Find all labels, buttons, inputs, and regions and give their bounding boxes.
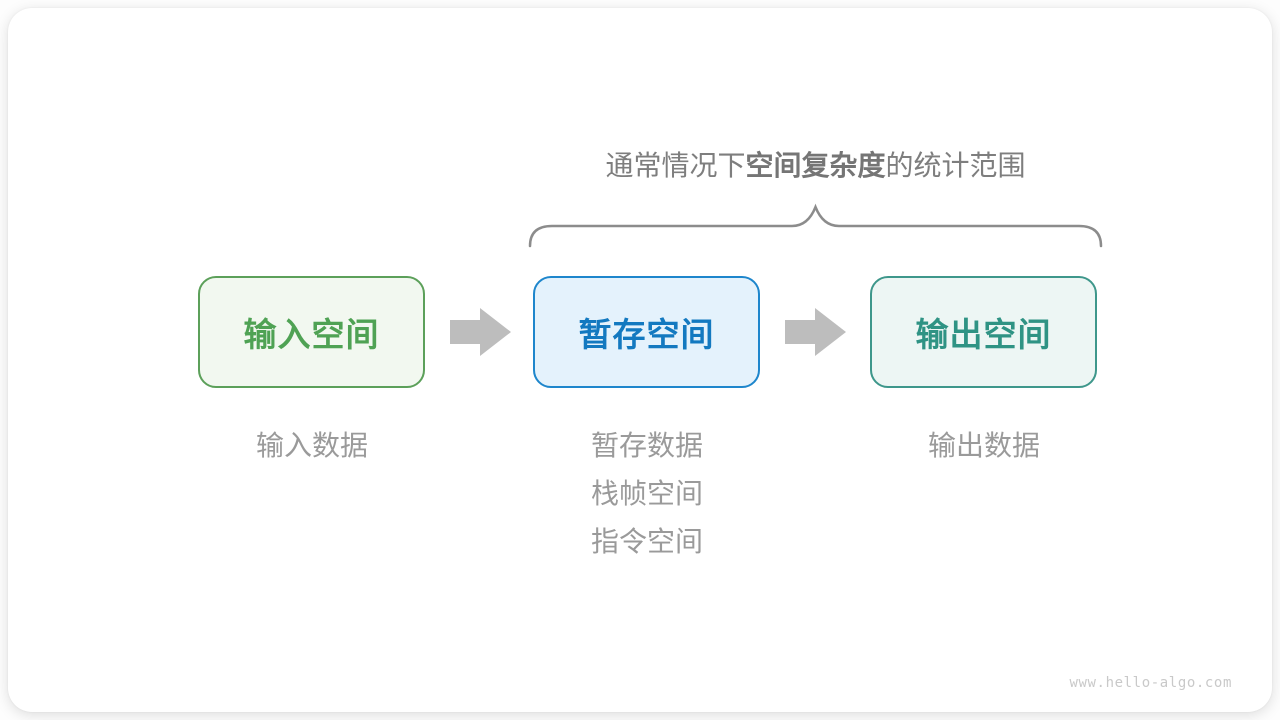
note-item: 指令空间 <box>590 526 703 557</box>
box-output-space-label: 输出空间 <box>915 316 1052 353</box>
box-input-space-label: 输入空间 <box>243 316 380 353</box>
box-output-space: 输出空间 <box>870 276 1097 388</box>
right-arrow-icon <box>785 308 846 356</box>
notes-input-space: 输入数据 <box>182 422 442 470</box>
watermark: www.hello-algo.com <box>1069 675 1232 691</box>
title-bold-term: 空间复杂度 <box>745 150 886 181</box>
notes-temp-space: 暂存数据 栈帧空间 指令空间 <box>517 422 777 566</box>
right-arrow-icon <box>450 308 511 356</box>
title-prefix: 通常情况下 <box>605 150 746 181</box>
note-item: 输出数据 <box>927 430 1040 461</box>
diagram-title: 通常情况下空间复杂度的统计范围 <box>528 151 1103 181</box>
note-item: 栈帧空间 <box>590 478 703 509</box>
notes-output-space: 输出数据 <box>854 422 1114 470</box>
brace-icon <box>528 203 1103 248</box>
box-input-space: 输入空间 <box>198 276 425 388</box>
title-suffix: 的统计范围 <box>885 150 1026 181</box>
box-temp-space: 暂存空间 <box>533 276 760 388</box>
diagram-card: 通常情况下空间复杂度的统计范围 输入空间 暂存空间 输出空间 输入数据 暂存数据 <box>8 8 1272 712</box>
note-item: 暂存数据 <box>590 430 703 461</box>
note-item: 输入数据 <box>255 430 368 461</box>
box-temp-space-label: 暂存空间 <box>578 316 715 353</box>
